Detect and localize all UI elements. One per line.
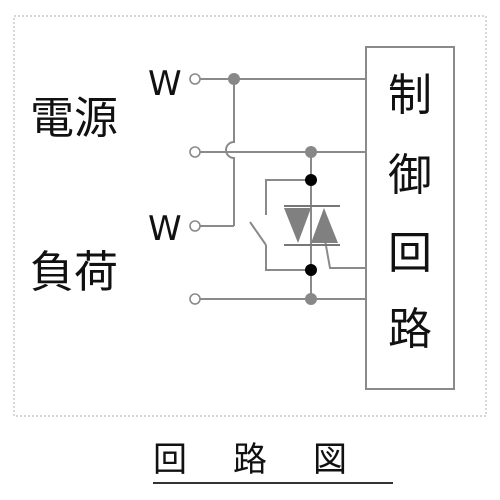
diagram-caption: 回路図 xyxy=(0,432,500,484)
control-char-2: 御 xyxy=(388,150,432,201)
triac-symbol xyxy=(284,205,340,246)
wires xyxy=(200,78,366,300)
junction-mid-top xyxy=(305,146,317,158)
junction-bottom xyxy=(305,293,317,305)
wire-switch-loop-low xyxy=(265,245,311,271)
terminal-1 xyxy=(189,73,201,85)
junction-top xyxy=(228,73,240,85)
label-load: 負荷 xyxy=(30,247,118,298)
wire-switch-loop xyxy=(265,179,311,215)
wire-gate xyxy=(324,239,366,269)
terminal-4 xyxy=(189,293,201,305)
switch-blade xyxy=(249,221,267,246)
wire-bridge xyxy=(225,79,235,226)
junction-switch-bottom xyxy=(305,264,317,276)
outer-frame xyxy=(13,15,487,417)
label-terminal-mid: W xyxy=(148,209,182,249)
diagram-caption-text: 回路図 xyxy=(153,440,393,484)
terminal-3 xyxy=(189,220,201,232)
control-char-4: 路 xyxy=(388,304,432,355)
control-char-1: 制 xyxy=(388,70,432,121)
junction-switch-top xyxy=(305,174,317,186)
label-power-source: 電源 xyxy=(30,93,118,144)
label-terminal-top: W xyxy=(148,64,182,104)
control-char-3: 回 xyxy=(388,228,432,279)
terminal-2 xyxy=(189,146,201,158)
junctions xyxy=(228,73,317,305)
terminals xyxy=(189,73,201,305)
control-circuit-box xyxy=(365,46,455,390)
control-circuit-label: 制 御 回 路 xyxy=(388,70,432,355)
